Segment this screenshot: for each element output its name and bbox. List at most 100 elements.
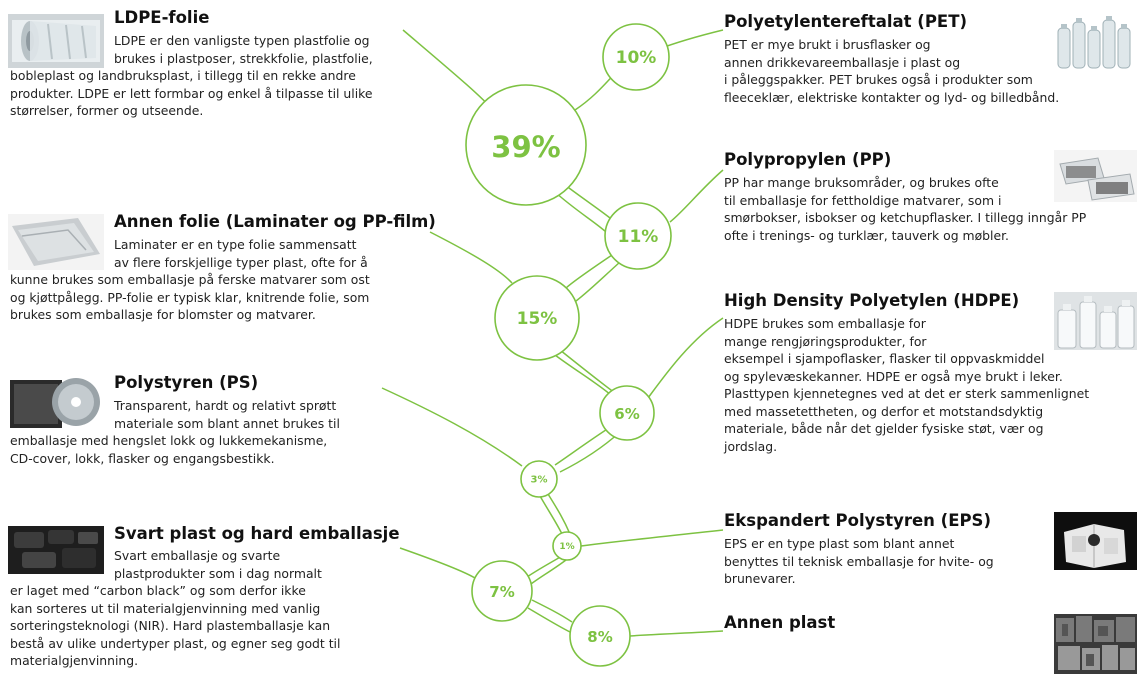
hdpe-text-line: jordslag. xyxy=(724,438,778,454)
share-svart-plast: 7% xyxy=(489,583,514,601)
cd-cover-image xyxy=(8,374,104,432)
ps-text-line: Transparent, hardt og relativt sprøtt xyxy=(114,398,337,413)
annen-folie-title: Annen folie (Laminater og PP-film) xyxy=(114,212,436,231)
bubble-pet: 10% xyxy=(602,23,670,91)
mixed-plastic-image xyxy=(1054,614,1137,674)
pet-title: Polyetylentereftalat (PET) xyxy=(724,12,967,31)
svart-plast-block: Svart plast og hard emballasje Svart emb… xyxy=(10,524,400,670)
share-ps: 3% xyxy=(531,475,548,486)
svart-plast-text-line: sorteringsteknologi (NIR). Hard plastemb… xyxy=(10,618,331,633)
pet-text-line: PET er mye brukt i brusflasker og xyxy=(724,37,931,52)
pp-text-line: PP har mange bruksområder, og brukes oft… xyxy=(724,175,999,190)
annen-folie-text-line: av flere forskjellige typer plast, ofte … xyxy=(114,254,368,270)
hdpe-text: HDPE brukes som emballasje for mange ren… xyxy=(724,315,1089,455)
ldpe-text-line: størrelser, former og utseende. xyxy=(10,103,204,118)
svart-plast-text-line: plastprodukter som i dag normalt xyxy=(114,565,322,581)
spine-3-1a xyxy=(539,495,563,535)
spine-11-15b xyxy=(571,261,621,305)
spine-3-1b xyxy=(547,493,571,535)
hdpe-bottles-image xyxy=(1054,292,1137,350)
bubble-circle-annen-plast xyxy=(569,605,631,667)
share-ldpe: 39% xyxy=(491,130,560,164)
annen-plast-title: Annen plast xyxy=(724,613,836,632)
black-plastic-image xyxy=(8,526,104,574)
spine-39-11a xyxy=(564,184,611,219)
bubble-hdpe: 6% xyxy=(599,385,655,441)
bubble-circle-pp xyxy=(604,202,672,270)
eps-text-line: EPS er en type plast som blant annet xyxy=(724,536,955,551)
share-pp: 11% xyxy=(618,227,659,247)
pet-text-line: annen drikkevareemballasje i plast og xyxy=(724,54,961,70)
hdpe-title: High Density Polyetylen (HDPE) xyxy=(724,291,1020,310)
ldpe-text-line: LDPE er den vanligste typen plastfolie o… xyxy=(114,33,370,48)
spine-15-6a xyxy=(554,354,613,397)
hdpe-block: High Density Polyetylen (HDPE) HDPE bruk… xyxy=(724,291,1089,455)
share-pet: 10% xyxy=(616,48,657,68)
hdpe-text-line: med massetettheten, og derfor et motstan… xyxy=(724,403,1044,419)
svart-plast-text-line: bestå av ulike undertyper plast, og egne… xyxy=(10,635,341,651)
pp-title: Polypropylen (PP) xyxy=(724,150,892,169)
pp-containers-image xyxy=(1054,150,1137,202)
share-annen-folie: 15% xyxy=(517,309,558,329)
spine-11-15a xyxy=(565,254,613,289)
ps-text-line: emballasje med hengslet lokk og lukkemek… xyxy=(10,433,328,448)
svart-plast-title: Svart plast og hard emballasje xyxy=(114,524,400,543)
svart-plast-text-line: kan sorteres ut til materialgjenvinning … xyxy=(10,600,321,616)
connector-svart-plast xyxy=(399,547,479,581)
annen-folie-block: Annen folie (Laminater og PP-film) Lamin… xyxy=(10,212,436,324)
bubble-annen-plast: 8% xyxy=(569,605,631,667)
hdpe-text-line: og spylevæskekanner. HDPE er også mye br… xyxy=(724,368,1063,384)
annen-folie-text-line: kunne brukes som emballasje på ferske ma… xyxy=(10,272,370,287)
spine-7-8b xyxy=(527,607,571,633)
ps-block: Polystyren (PS) Transparent, hardt og re… xyxy=(10,373,340,467)
eps-title: Ekspandert Polystyren (EPS) xyxy=(724,511,991,530)
connector-hdpe xyxy=(647,317,724,399)
share-hdpe: 6% xyxy=(614,405,639,423)
share-eps: 1% xyxy=(559,542,574,552)
svart-plast-text-line: er laget med “carbon black” og som derfo… xyxy=(10,583,306,598)
svart-plast-text: Svart emballasje og svarte plastprodukte… xyxy=(10,547,400,670)
ps-text: Transparent, hardt og relativt sprøtt ma… xyxy=(10,397,340,467)
laminate-film-image xyxy=(8,214,104,270)
pp-text-line: til emballasje for fettholdige matvarer,… xyxy=(724,192,1002,208)
pet-text-line: i påleggspakker. PET brukes også i produ… xyxy=(724,72,1033,87)
eps-text: EPS er en type plast som blant annet ben… xyxy=(724,535,994,588)
bubble-ldpe: 39% xyxy=(465,84,587,206)
pet-text-line: fleeceklær, elektriske kontakter og lyd-… xyxy=(724,89,1060,105)
spine-7-8a xyxy=(531,599,573,623)
bubble-eps: 1% xyxy=(552,531,582,561)
eps-text-line: brunevarer. xyxy=(724,571,796,586)
eps-text-line: benyttes til teknisk emballasje for hvit… xyxy=(724,553,994,569)
bubble-pp: 11% xyxy=(604,202,672,270)
bubble-circle-ldpe xyxy=(465,84,587,206)
ps-text-line: CD-cover, lokk, flasker og engangsbestik… xyxy=(10,450,275,466)
bubble-ps: 3% xyxy=(520,460,558,498)
ldpe-text-line: brukes i plastposer, strekkfolie, plastf… xyxy=(114,50,373,66)
bubble-circle-pet xyxy=(602,23,670,91)
hdpe-text-line: materiale, både når det gjelder fysiske … xyxy=(724,421,1044,436)
pet-bottles-image xyxy=(1054,14,1137,72)
hdpe-text-line: mange rengjøringsprodukter, for xyxy=(724,333,927,349)
ps-title: Polystyren (PS) xyxy=(114,373,259,392)
pet-text: PET er mye brukt i brusflasker og annen … xyxy=(724,36,1059,106)
svart-plast-text-line: Svart emballasje og svarte xyxy=(114,548,281,563)
pp-text-line: ofte i trenings- og turklær, tauverk og … xyxy=(724,227,1009,243)
ldpe-text-line: bobleplast og landbruksplast, i tillegg … xyxy=(10,68,356,83)
connector-ps xyxy=(381,387,523,467)
bubble-annen-folie: 15% xyxy=(494,275,580,361)
ldpe-title: LDPE-folie xyxy=(114,8,210,27)
connector-pp xyxy=(669,169,724,223)
bubble-circle-annen-folie xyxy=(494,275,580,361)
spine-6-3b xyxy=(559,431,621,473)
pp-block: Polypropylen (PP) PP har mange bruksområ… xyxy=(724,150,1086,244)
ps-text-line: materiale som blant annet brukes til xyxy=(114,415,340,431)
annen-folie-text: Laminater er en type folie sammensatt av… xyxy=(10,236,436,324)
eps-foam-image xyxy=(1054,512,1137,570)
svart-plast-text-line: materialgjenvinning. xyxy=(10,653,139,668)
pp-text-line: smørbokser, isbokser og ketchupflasker. … xyxy=(724,210,1087,225)
bubble-circle-hdpe xyxy=(599,385,655,441)
hdpe-text-line: HDPE brukes som emballasje for xyxy=(724,316,926,331)
annen-plast-block: Annen plast xyxy=(724,613,835,633)
pp-text: PP har mange bruksområder, og brukes oft… xyxy=(724,174,1086,244)
